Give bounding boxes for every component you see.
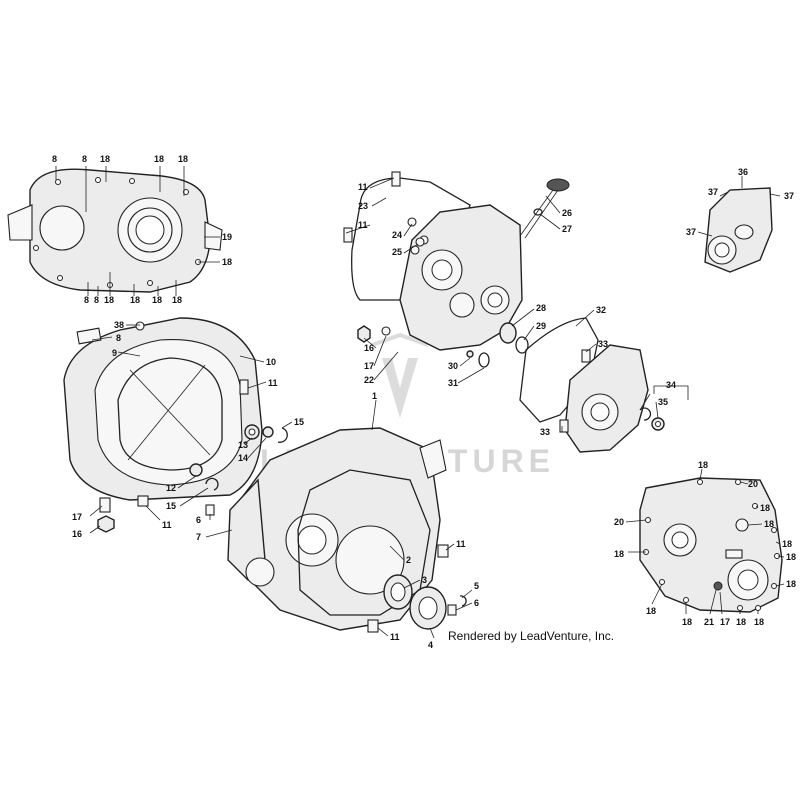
callout-g18k: 18 <box>754 617 764 627</box>
callout-c23: 23 <box>358 201 368 211</box>
callout-g18i: 18 <box>682 617 692 627</box>
callout-g18j: 18 <box>736 617 746 627</box>
callout-a8c: 8 <box>84 295 89 305</box>
callout-g18a: 18 <box>698 460 708 470</box>
callout-d34: 34 <box>666 380 676 390</box>
callout-b16: 16 <box>72 529 82 539</box>
callout-c26: 26 <box>562 208 572 218</box>
callout-c28: 28 <box>536 303 546 313</box>
crankcase-right-small-parts <box>343 171 570 368</box>
callout-g18g: 18 <box>786 579 796 589</box>
callout-c25: 25 <box>392 247 402 257</box>
callout-f2: 2 <box>406 555 411 565</box>
callout-f6a: 6 <box>196 515 201 525</box>
clutch-inner-cover <box>63 317 263 501</box>
callout-b13: 13 <box>238 440 248 450</box>
callout-g18b: 18 <box>760 503 770 513</box>
callout-g18d: 18 <box>782 539 792 549</box>
callout-a18d: 18 <box>222 257 232 267</box>
callout-c31: 31 <box>448 378 458 388</box>
callout-a8d: 8 <box>94 295 99 305</box>
callout-a18a: 18 <box>100 154 110 164</box>
callout-e37a: 37 <box>708 187 718 197</box>
callout-d33b: 33 <box>540 427 550 437</box>
inner-cover-small-parts <box>97 379 288 533</box>
callout-b15b: 15 <box>166 501 176 511</box>
callout-e37b: 37 <box>784 191 794 201</box>
crankcase-gasket-and-bearings <box>205 469 467 633</box>
stator-cover <box>559 344 665 453</box>
callout-g18h: 18 <box>646 606 656 616</box>
callout-f1: 1 <box>372 391 377 401</box>
credit-text: Rendered by LeadVenture, Inc. <box>448 629 614 643</box>
callout-b11a: 11 <box>268 378 278 388</box>
callout-e36: 36 <box>738 167 748 177</box>
callout-a18b: 18 <box>154 154 164 164</box>
gearcase-cover <box>639 477 783 613</box>
callout-b8: 8 <box>116 333 121 343</box>
leaders-assembly-d <box>561 309 689 432</box>
callout-f11a: 11 <box>456 539 466 549</box>
callout-f7: 7 <box>196 532 201 542</box>
callout-g17: 17 <box>720 617 730 627</box>
callout-f5: 5 <box>474 581 479 591</box>
callout-c29: 29 <box>536 321 546 331</box>
small-gear-cover <box>704 187 773 273</box>
leaders-assembly-b <box>89 324 293 534</box>
callout-c16: 16 <box>364 343 374 353</box>
callout-b17: 17 <box>72 512 82 522</box>
callout-d35: 35 <box>658 397 668 407</box>
callout-a8b: 8 <box>82 154 87 164</box>
callout-f11b: 11 <box>390 632 400 642</box>
leaders-assembly-c <box>345 177 561 384</box>
callout-b15a: 15 <box>294 417 304 427</box>
callout-b14: 14 <box>238 453 248 463</box>
callout-c17: 17 <box>364 361 374 371</box>
callout-g21: 21 <box>704 617 714 627</box>
callout-g18f: 18 <box>786 552 796 562</box>
callout-g18e: 18 <box>614 549 624 559</box>
callout-a18g: 18 <box>152 295 162 305</box>
callout-b9: 9 <box>112 348 117 358</box>
callout-f3: 3 <box>422 575 427 585</box>
callout-c22: 22 <box>364 375 374 385</box>
callout-a18e: 18 <box>104 295 114 305</box>
callout-b10: 10 <box>266 357 276 367</box>
gasket-32 <box>519 317 599 423</box>
callout-a18c: 18 <box>178 154 188 164</box>
callout-c30: 30 <box>448 361 458 371</box>
callout-a19: 19 <box>222 232 232 242</box>
callout-e37c: 37 <box>686 227 696 237</box>
callout-b38: 38 <box>114 320 124 330</box>
callout-d33a: 33 <box>598 339 608 349</box>
leaders-assembly-a <box>55 166 220 296</box>
crankcase-right-half <box>399 204 523 351</box>
callout-c24: 24 <box>392 230 402 240</box>
callout-a18h: 18 <box>172 295 182 305</box>
leaders-assembly-f <box>205 399 473 639</box>
leaders-assembly-e <box>697 176 781 237</box>
callout-c11b: 11 <box>358 220 368 230</box>
callout-g20a: 20 <box>748 479 758 489</box>
callout-d32: 32 <box>596 305 606 315</box>
leaders-assembly-g <box>625 468 785 615</box>
callout-f6b: 6 <box>474 598 479 608</box>
callout-c11a: 11 <box>358 182 368 192</box>
callout-f4: 4 <box>428 640 433 650</box>
callout-a18f: 18 <box>130 295 140 305</box>
callout-a8a: 8 <box>52 154 57 164</box>
callout-g20b: 20 <box>614 517 624 527</box>
callout-c27: 27 <box>562 224 572 234</box>
clutch-outer-cover <box>7 168 223 293</box>
callout-g18c: 18 <box>764 519 774 529</box>
callout-b11b: 11 <box>162 520 172 530</box>
callout-b12: 12 <box>166 483 176 493</box>
